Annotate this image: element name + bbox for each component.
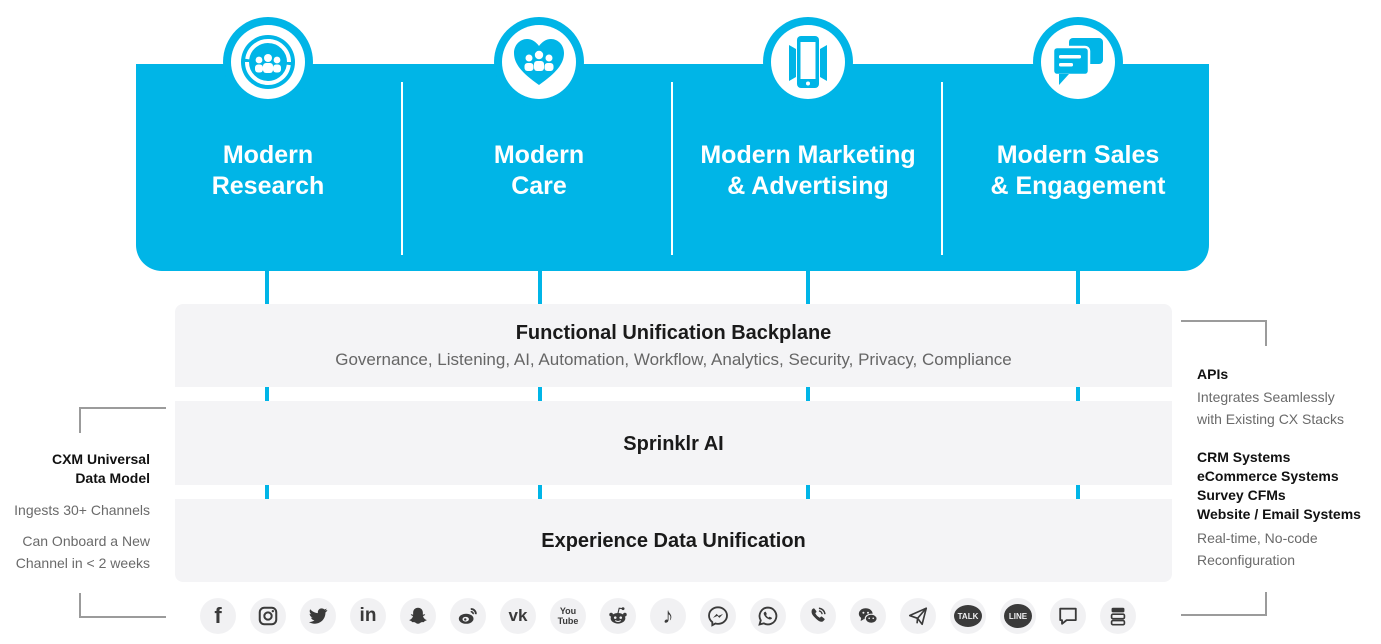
chat-icon [1050, 598, 1086, 634]
connector-line [806, 387, 810, 401]
reddit-icon [600, 598, 636, 634]
heart-people-icon [494, 17, 584, 107]
ingests-text: Ingests 30+ Channels [14, 502, 150, 518]
research-cycle-icon [223, 17, 313, 107]
twitter-icon [300, 598, 336, 634]
right-bracket [1181, 320, 1267, 322]
tiktok-icon: ♪ [650, 598, 686, 634]
systems-list: CRM Systems eCommerce Systems Survey CFM… [1197, 449, 1361, 522]
data-title: Experience Data Unification [541, 530, 806, 552]
right-bracket [1265, 320, 1267, 346]
left-bracket [79, 593, 81, 618]
whatsapp-icon [750, 598, 786, 634]
ai-layer: Sprinklr AI [175, 401, 1172, 485]
linkedin-icon: in [350, 598, 386, 634]
smartphone-icon [763, 17, 853, 107]
left-bracket [79, 616, 166, 618]
right-bracket [1265, 592, 1267, 616]
left-bracket [79, 407, 81, 433]
right-bracket [1181, 614, 1267, 616]
connector-line [538, 387, 542, 401]
chat-bubbles-icon [1033, 17, 1123, 107]
pillar-marketing-title: Modern Marketing& Advertising [700, 141, 916, 200]
connector-line [806, 271, 810, 304]
ai-title: Sprinklr AI [623, 433, 724, 455]
backplane-subtitle: Governance, Listening, AI, Automation, W… [335, 350, 1012, 369]
pillar-divider [941, 82, 943, 255]
data-layer: Experience Data Unification [175, 499, 1172, 582]
connector-line [1076, 271, 1080, 304]
facebook-icon: f [200, 598, 236, 634]
backplane-title: Functional Unification Backplane [515, 322, 832, 344]
telegram-icon [900, 598, 936, 634]
backplane-layer: Functional Unification Backplane Governa… [175, 304, 1172, 387]
apis-title: APIs [1197, 366, 1229, 382]
youtube-icon: You Tube [550, 598, 586, 634]
pillar-divider [671, 82, 673, 255]
connector-line [806, 485, 810, 499]
connector-line [1076, 485, 1080, 499]
viber-icon [800, 598, 836, 634]
connector-line [265, 485, 269, 499]
left-bracket [79, 407, 166, 409]
connector-line [538, 485, 542, 499]
wechat-icon [850, 598, 886, 634]
weibo-icon [450, 598, 486, 634]
pillar-divider [401, 82, 403, 255]
line-icon: LINE [1000, 598, 1036, 634]
kakaotalk-icon: TALK [950, 598, 986, 634]
pillar-sales-title: Modern Sales& Engagement [990, 141, 1166, 200]
connector-line [1076, 387, 1080, 401]
instagram-icon [250, 598, 286, 634]
messenger-icon [700, 598, 736, 634]
channel-icons-row: f in vk You Tube ♪ TALK LINE [200, 598, 1160, 634]
stack-icon [1100, 598, 1136, 634]
snapchat-icon [400, 598, 436, 634]
connector-line [265, 387, 269, 401]
vk-icon: vk [500, 598, 536, 634]
connector-line [538, 271, 542, 304]
connector-line [265, 271, 269, 304]
